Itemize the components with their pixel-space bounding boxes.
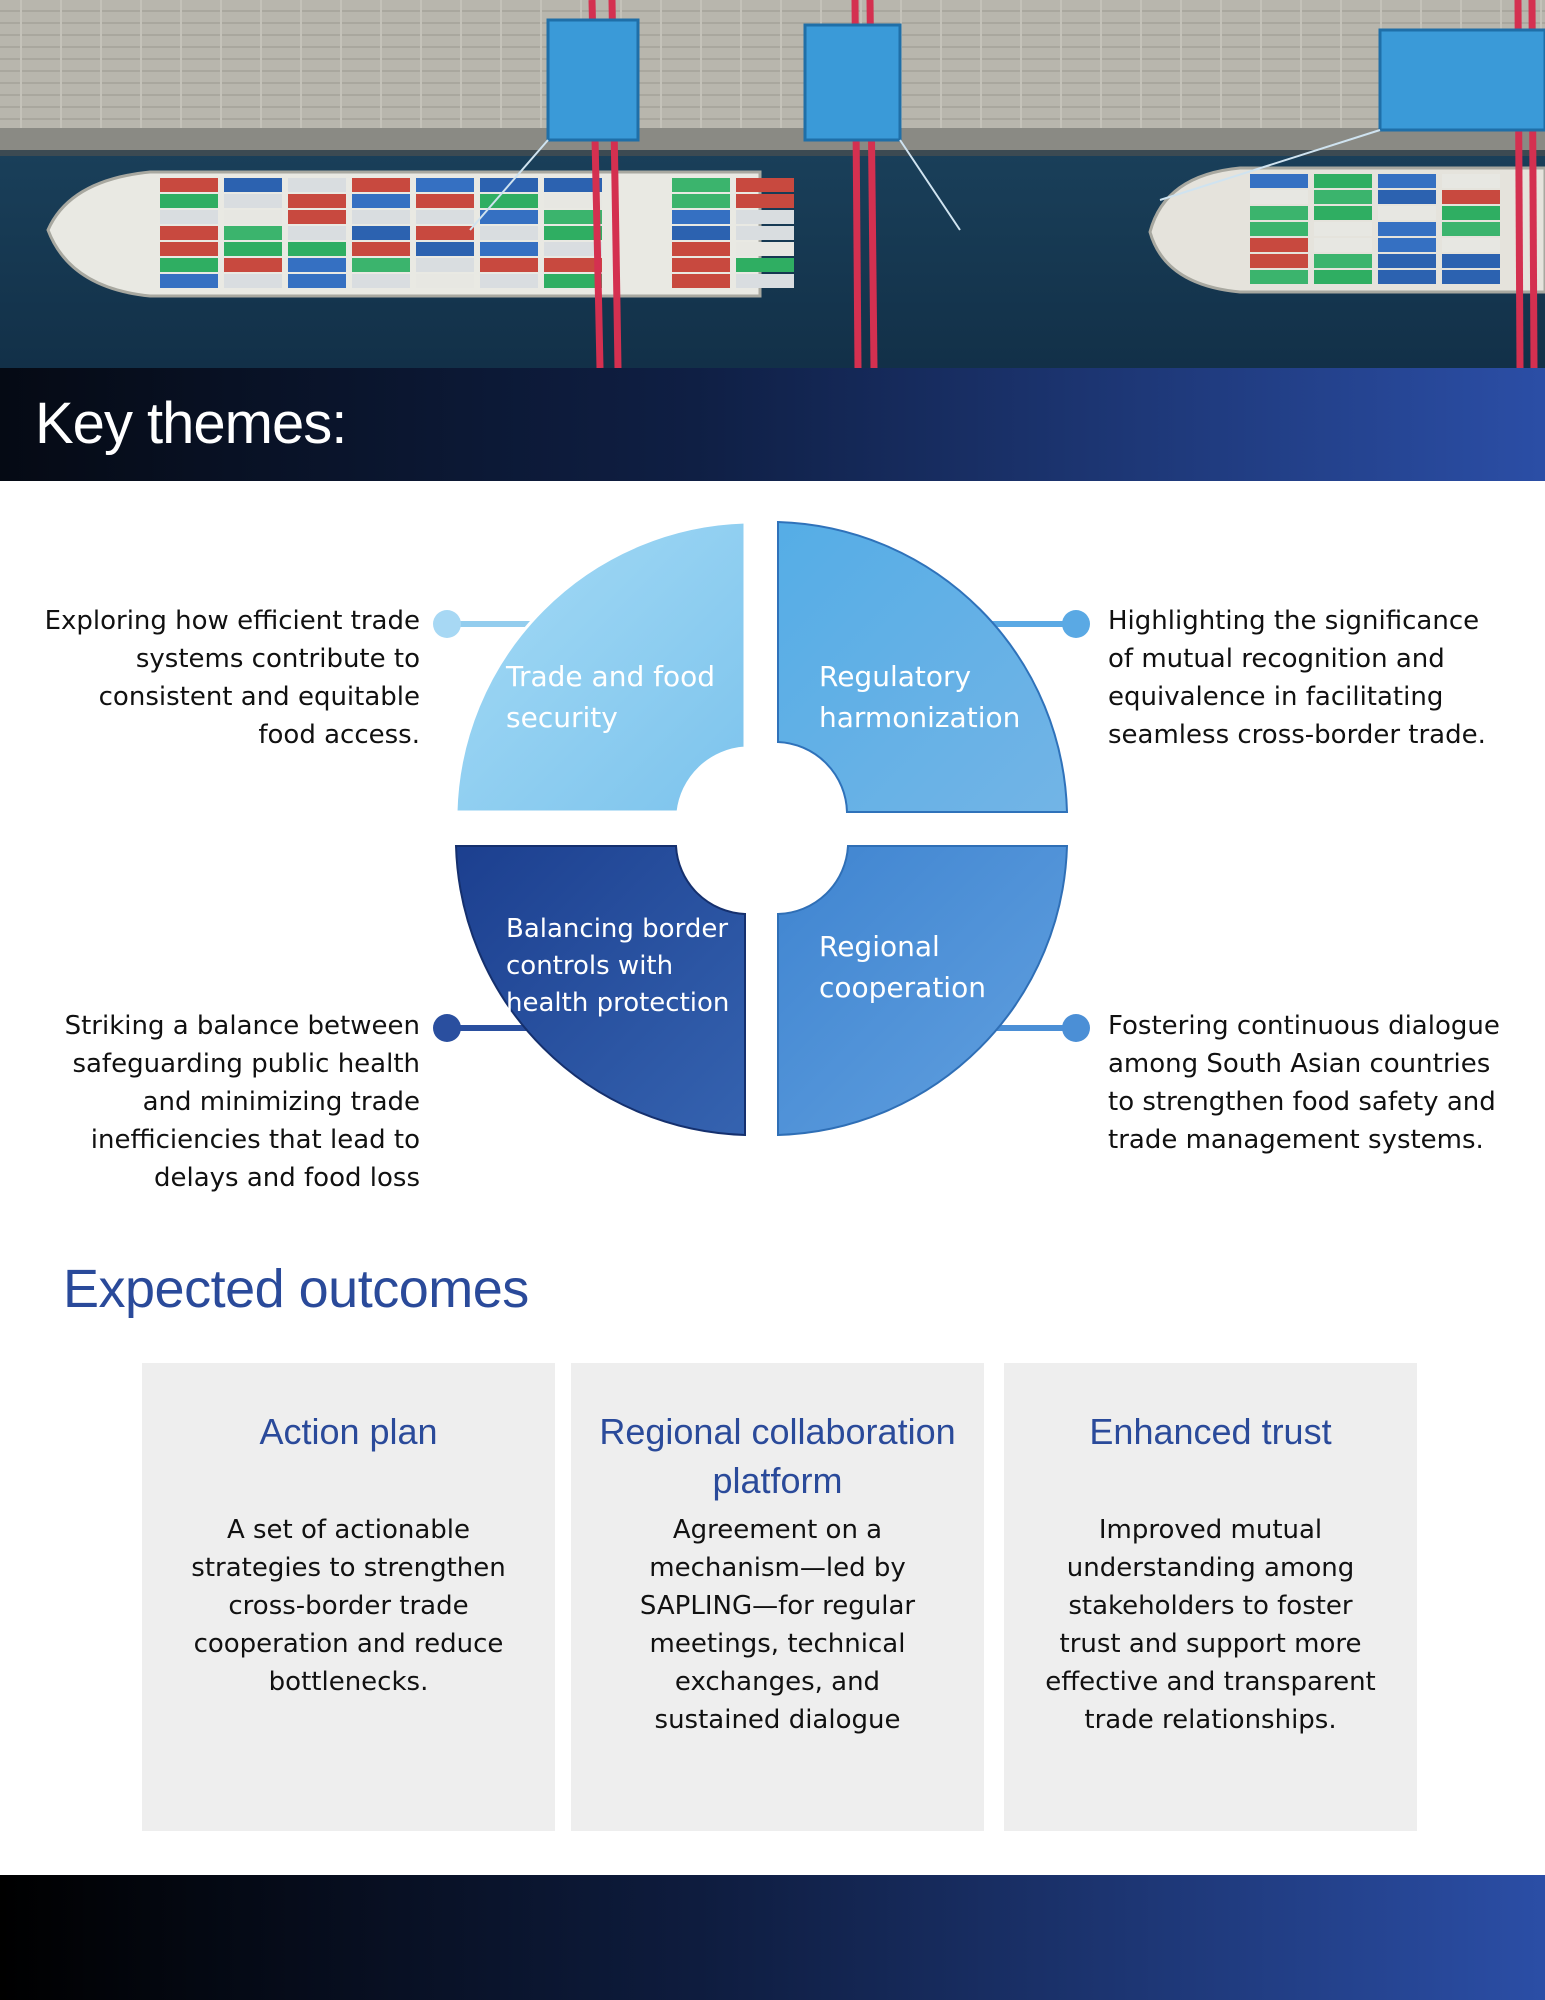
- outcome-card-title: Regional collaboration platform: [599, 1411, 956, 1501]
- theme-label-regional-cooperation: Regional cooperation: [819, 930, 986, 1004]
- theme-description-regulatory-harmonization: Highlighting the significance of mutual …: [1108, 606, 1486, 750]
- quadrant-border-controls: [454, 845, 746, 1137]
- section-title: Key themes:: [35, 391, 347, 456]
- outcome-card-body: A set of actionable strategies to streng…: [191, 1515, 506, 1697]
- outcomes-title: Expected outcomes: [63, 1259, 529, 1319]
- quadrant-regulatory-harmonization: [777, 520, 1069, 813]
- connector-tl: [433, 610, 540, 638]
- outcome-card-title: Enhanced trust: [1089, 1411, 1332, 1452]
- hero-image: [0, 0, 1545, 368]
- footer-bar: [0, 1875, 1545, 2000]
- outcome-card-body: Improved mutual understanding among stak…: [1045, 1515, 1376, 1735]
- theme-label-border-controls: Balancing border controls with health pr…: [506, 914, 730, 1018]
- theme-description-border-controls: Striking a balance between safeguarding …: [64, 1011, 420, 1193]
- theme-description-trade-food-security: Exploring how efficient trade systems co…: [44, 606, 420, 750]
- themes-diagram: [433, 520, 1090, 1137]
- theme-description-regional-cooperation: Fostering continuous dialogue among Sout…: [1108, 1011, 1500, 1155]
- outcome-card-action-plan: Action plan A set of actionable strategi…: [142, 1363, 555, 1831]
- connector-tr: [990, 610, 1090, 638]
- outcome-card-title: Action plan: [259, 1411, 438, 1452]
- outcome-card-regional-collaboration: Regional collaboration platform Agreemen…: [571, 1363, 984, 1831]
- quadrant-trade-food-security: [454, 520, 747, 814]
- key-themes-banner: Key themes:: [0, 368, 1545, 481]
- theme-label-trade-food-security: Trade and food security: [506, 660, 716, 734]
- outcome-card-enhanced-trust: Enhanced trust Improved mutual understan…: [1004, 1363, 1417, 1831]
- quadrant-regional-cooperation: [777, 845, 1069, 1137]
- connector-br: [990, 1014, 1090, 1042]
- outcome-card-body: Agreement on a mechanism—led by SAPLING—…: [639, 1515, 916, 1735]
- theme-label-regulatory-harmonization: Regulatory harmonization: [819, 660, 1021, 734]
